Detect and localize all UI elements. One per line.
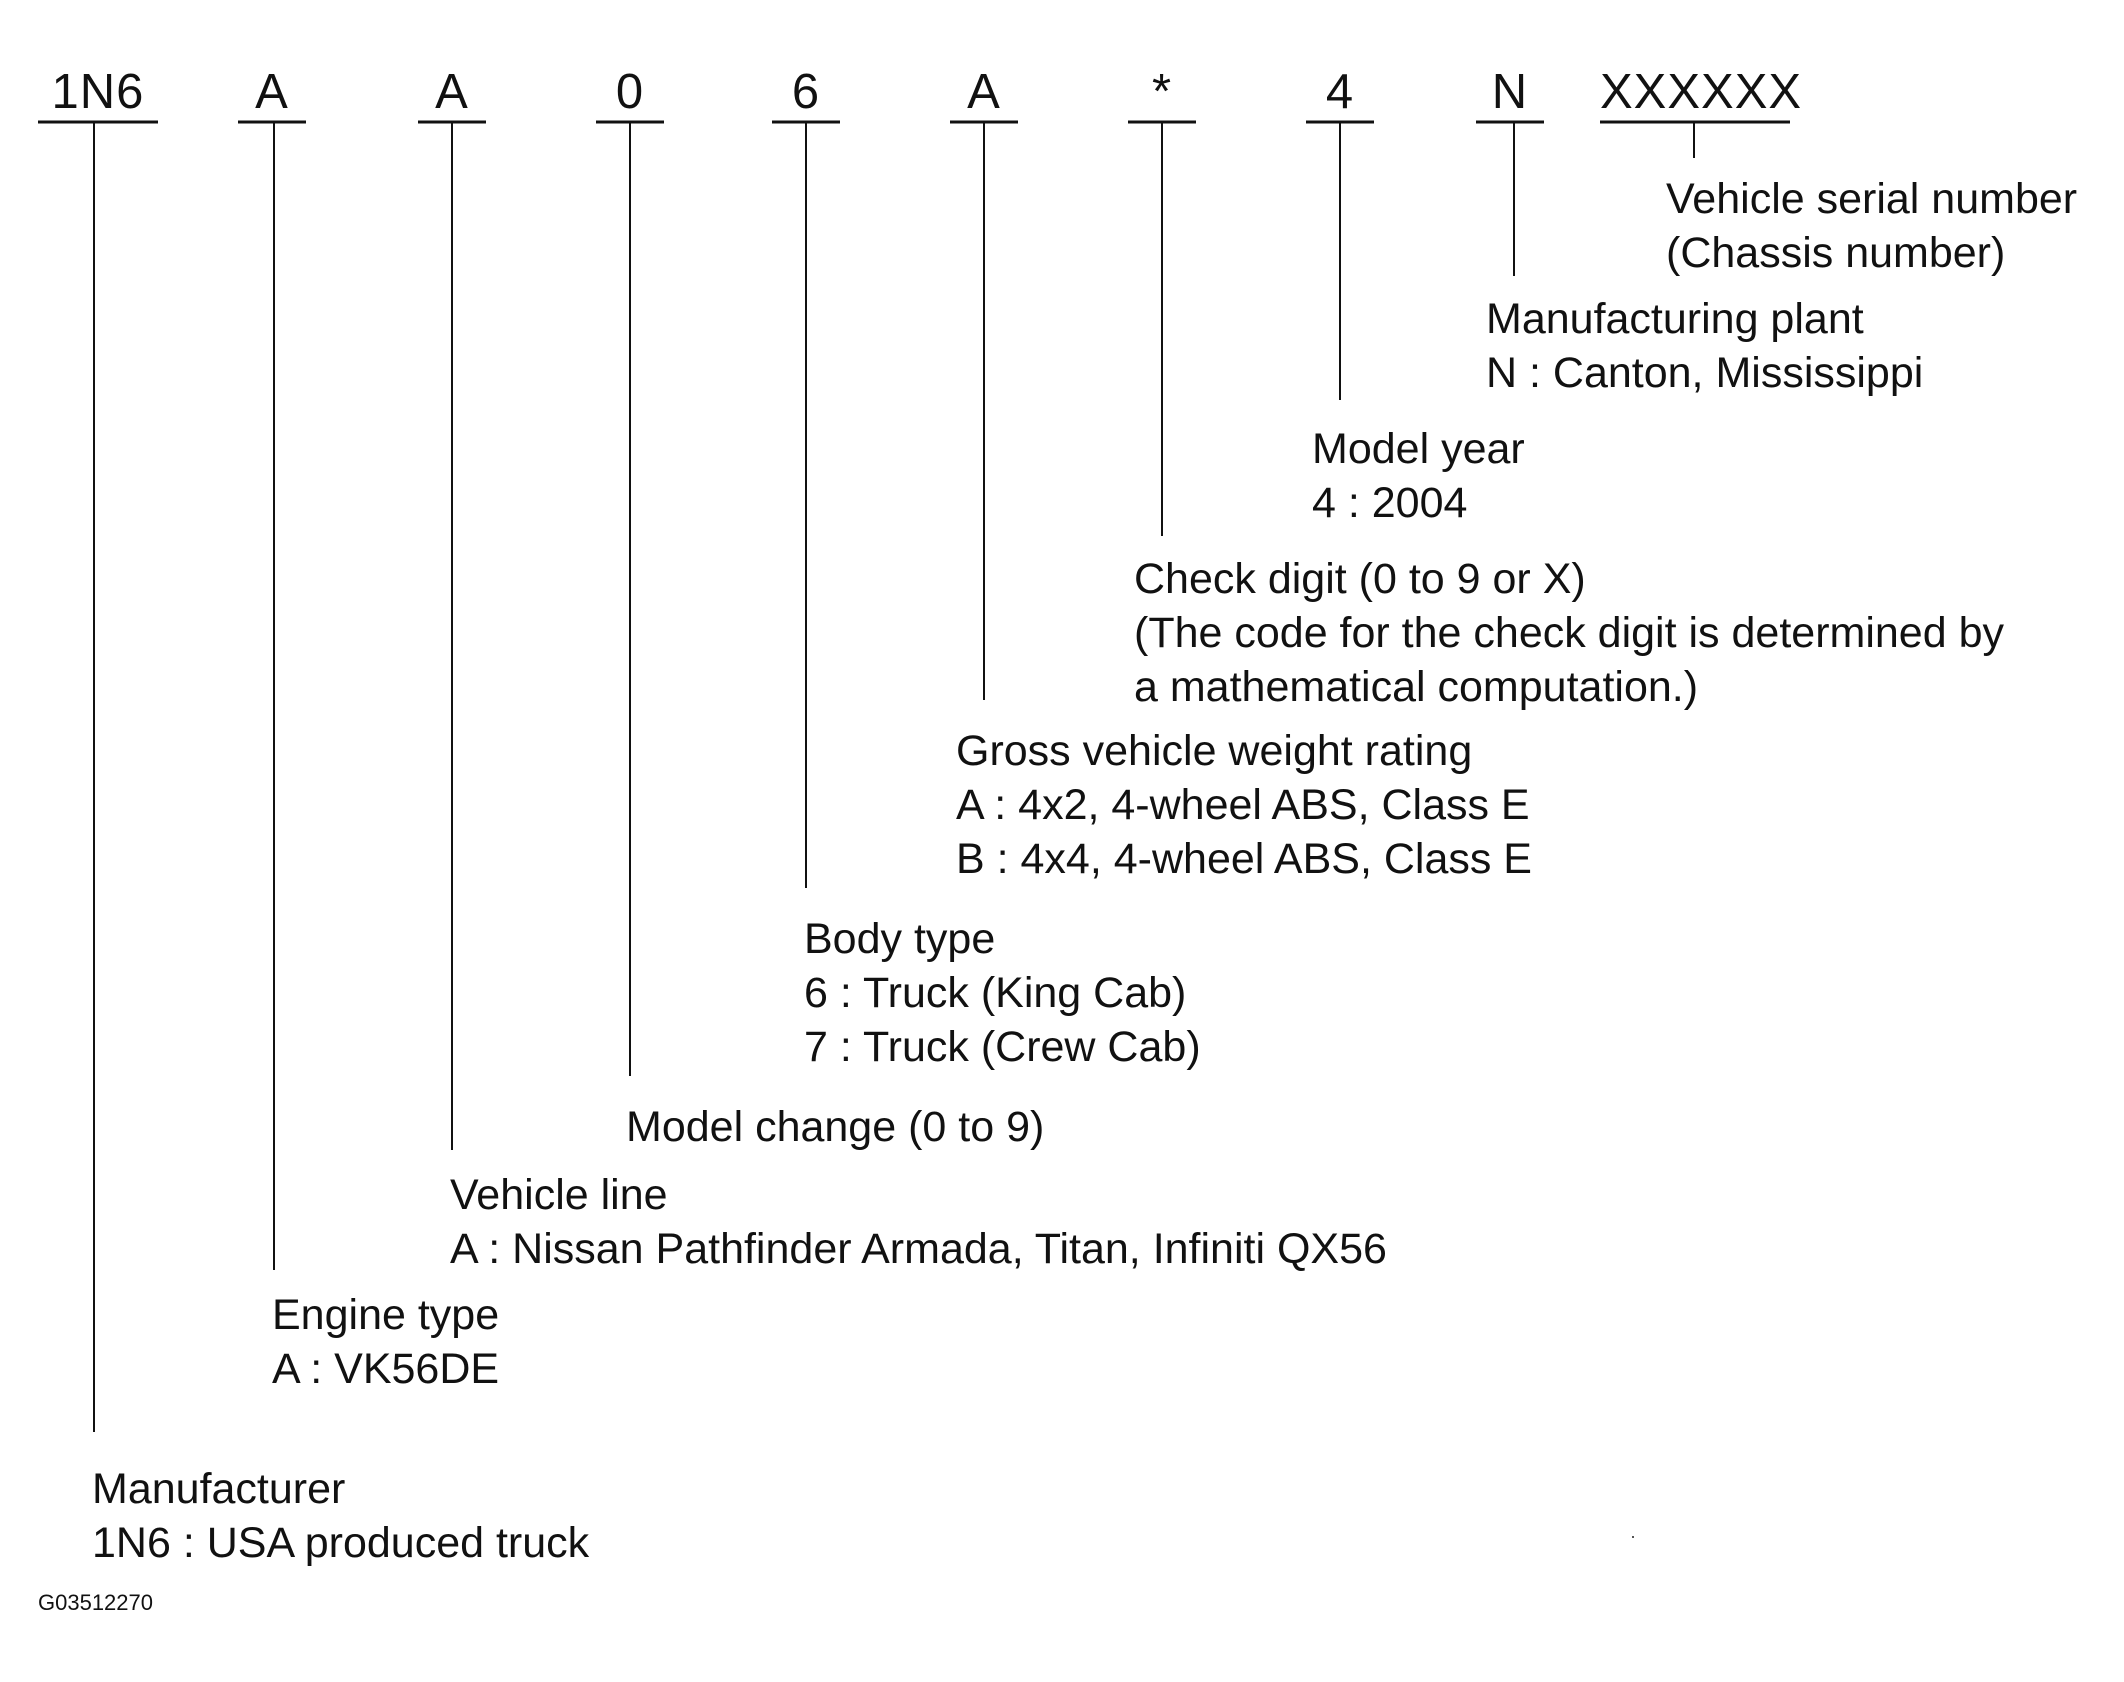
- label-manufacturing-plant: Manufacturing plant: [1486, 295, 1864, 343]
- vin-char-gvwr: A: [967, 65, 1001, 119]
- vin-char-check-digit: *: [1151, 65, 1173, 119]
- label-model-change: Model change (0 to 9): [626, 1103, 1045, 1151]
- vin-char-body-type: 6: [791, 65, 821, 119]
- detail-gvwr-b: B : 4x4, 4-wheel ABS, Class E: [956, 835, 1532, 883]
- vin-char-model-change: 0: [615, 65, 645, 119]
- label-engine-type: Engine type: [272, 1291, 500, 1339]
- desc-serial-number: Vehicle serial number (Chassis number): [1666, 172, 2077, 280]
- detail-gvwr-a: A : 4x2, 4-wheel ABS, Class E: [956, 781, 1530, 829]
- vin-char-manufacturer: 1N6: [51, 65, 145, 119]
- desc-manufacturer: Manufacturer 1N6 : USA produced truck: [92, 1462, 589, 1570]
- vin-char-serial: XXXXXX: [1600, 65, 1803, 119]
- desc-gvwr: Gross vehicle weight rating A : 4x2, 4-w…: [956, 724, 1532, 886]
- detail-check-digit-2: a mathematical computation.): [1134, 663, 1699, 711]
- label-model-year: Model year: [1312, 425, 1525, 473]
- detail-manufacturer: 1N6 : USA produced truck: [92, 1519, 590, 1567]
- desc-vehicle-line: Vehicle line A : Nissan Pathfinder Armad…: [450, 1168, 1387, 1276]
- label-gvwr: Gross vehicle weight rating: [956, 727, 1473, 775]
- label-check-digit: Check digit (0 to 9 or X): [1134, 555, 1586, 603]
- vin-char-plant: N: [1491, 65, 1529, 119]
- detail-body-type-6: 6 : Truck (King Cab): [804, 969, 1187, 1017]
- desc-body-type: Body type 6 : Truck (King Cab) 7 : Truck…: [804, 912, 1201, 1074]
- vin-char-engine-type: A: [255, 65, 289, 119]
- label-vehicle-line: Vehicle line: [450, 1171, 668, 1219]
- vin-char-model-year: 4: [1325, 65, 1355, 119]
- vin-char-vehicle-line: A: [435, 65, 469, 119]
- detail-check-digit-1: (The code for the check digit is determi…: [1134, 609, 2004, 657]
- desc-model-change: Model change (0 to 9): [626, 1100, 1044, 1154]
- detail-serial-number: (Chassis number): [1666, 229, 2006, 277]
- desc-check-digit: Check digit (0 to 9 or X) (The code for …: [1134, 552, 2004, 714]
- figure-id: G03512270: [38, 1590, 153, 1615]
- detail-manufacturing-plant: N : Canton, Mississippi: [1486, 349, 1924, 397]
- label-serial-number: Vehicle serial number: [1666, 175, 2078, 223]
- detail-body-type-7: 7 : Truck (Crew Cab): [804, 1023, 1201, 1071]
- detail-model-year: 4 : 2004: [1312, 479, 1468, 527]
- scan-speck: [1632, 1536, 1634, 1538]
- desc-manufacturing-plant: Manufacturing plant N : Canton, Mississi…: [1486, 292, 1923, 400]
- label-manufacturer: Manufacturer: [92, 1465, 346, 1513]
- label-body-type: Body type: [804, 915, 996, 963]
- detail-vehicle-line: A : Nissan Pathfinder Armada, Titan, Inf…: [450, 1225, 1387, 1273]
- detail-engine-type: A : VK56DE: [272, 1345, 500, 1393]
- desc-engine-type: Engine type A : VK56DE: [272, 1288, 499, 1396]
- desc-model-year: Model year 4 : 2004: [1312, 422, 1525, 530]
